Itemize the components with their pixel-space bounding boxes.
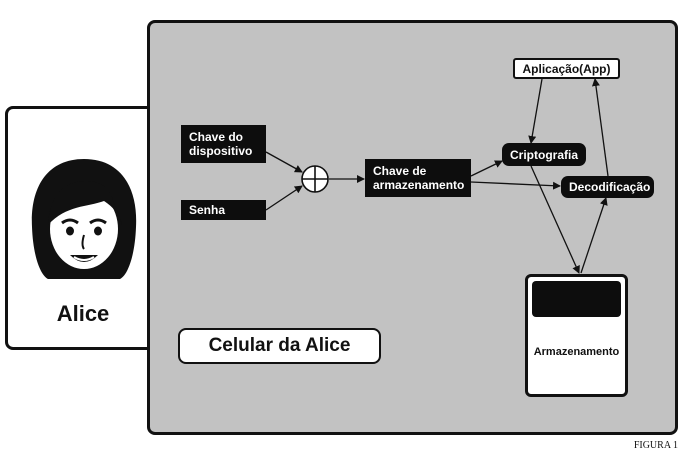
storage-key-label-line2: armazenamento [373,178,465,192]
alice-card: Alice [5,106,165,350]
device-key-label-line1: Chave do [189,130,244,144]
arrow-encryption-to-storage [530,165,580,274]
password-node: Senha [181,200,266,220]
device-key-node: Chave do dispositivo [181,125,266,163]
phone-label: Celular da Alice [178,328,381,364]
storage-label: Armazenamento [533,346,620,358]
storage-key-label-line1: Chave de [373,164,427,178]
device-key-label-line2: dispositivo [189,144,253,158]
person-name: Alice [56,301,110,326]
arrow-password-to-combine [265,185,303,211]
arrow-storage-key-to-encryption [470,160,503,177]
arrow-storage-key-to-decryption [470,181,561,190]
storage-header [532,281,621,317]
decryption-label: Decodificação [569,180,651,194]
figure-label: FIGURA 1 [633,440,678,451]
application-label: Aplicação(App) [522,61,611,76]
arrow-decryption-to-app [591,78,609,177]
encryption-label: Criptografia [510,147,579,162]
decryption-node: Decodificação [561,176,654,198]
arrow-device-key-to-combine [265,151,303,173]
encryption-node: Criptografia [502,143,586,166]
woman-face-icon [31,159,137,279]
storage-key-node: Chave de armazenamento [365,159,471,197]
application-node: Aplicação(App) [513,58,620,79]
storage-node: Armazenamento [525,274,628,397]
arrow-app-to-encryption [528,78,543,144]
password-label: Senha [189,203,226,217]
circled-plus-icon [301,165,329,193]
arrow-storage-to-decryption [580,197,608,274]
